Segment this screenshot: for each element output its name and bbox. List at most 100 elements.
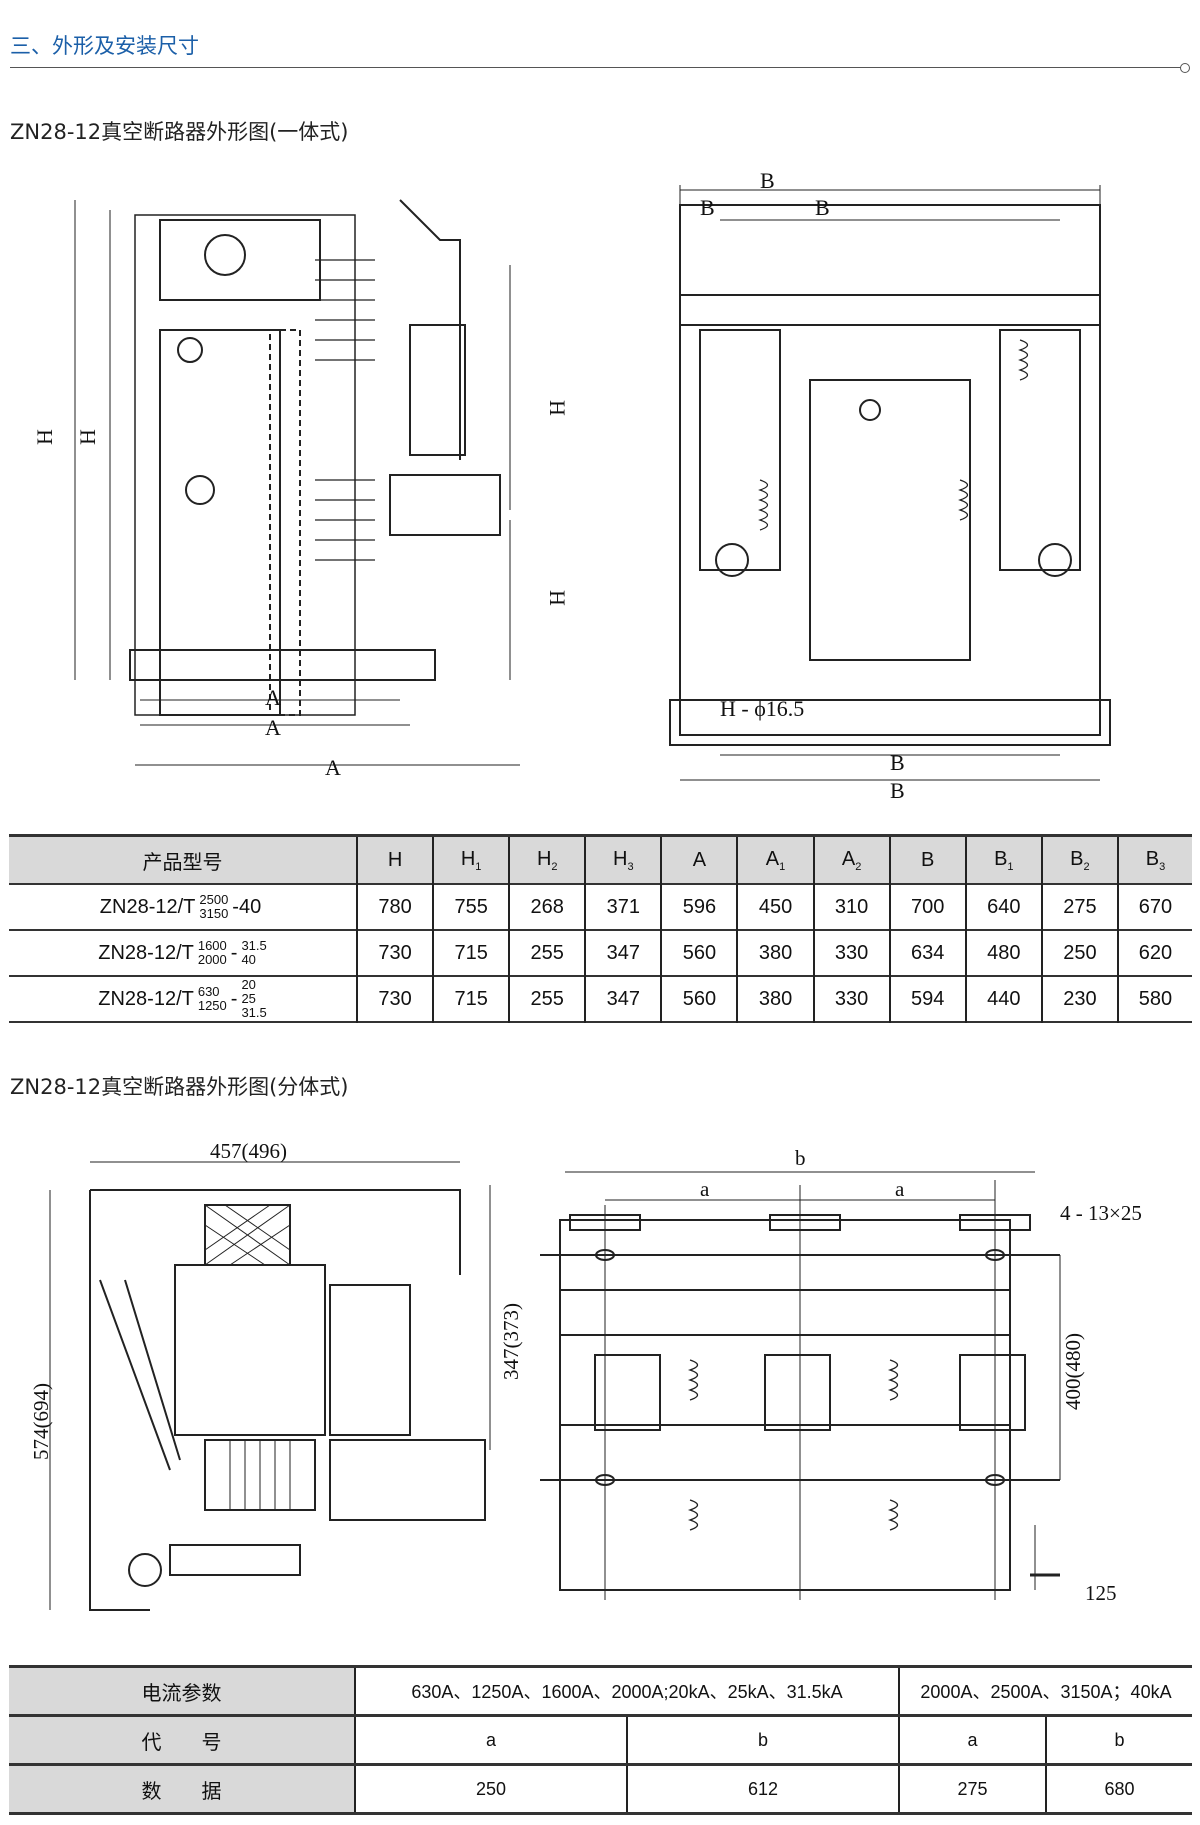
label-B1: B	[890, 750, 905, 775]
col-header: B1	[964, 835, 1042, 884]
value-cell: 255	[508, 930, 586, 976]
cell: 680	[1045, 1764, 1192, 1814]
col-header: A1	[736, 835, 814, 884]
value-cell: 380	[736, 930, 814, 976]
label-B: B	[890, 778, 905, 803]
value-cell: 268	[508, 884, 586, 930]
value-cell: 560	[660, 976, 738, 1022]
label-a-left: a	[700, 1177, 710, 1201]
label-holes: 4 - 13×25	[1060, 1201, 1142, 1225]
row-label: 数 据	[9, 1764, 355, 1814]
label-125: 125	[1085, 1581, 1117, 1605]
label-A2: A	[265, 685, 281, 710]
value-cell: 634	[888, 930, 966, 976]
label-hole: H - ϕ16.5	[720, 696, 804, 721]
figure2-title: ZN28-12真空断路器外形图(分体式)	[10, 1075, 349, 1099]
value-cell: 347	[584, 976, 662, 1022]
cell: 275	[898, 1764, 1046, 1814]
value-cell: 310	[812, 884, 890, 930]
col-header: H2	[508, 835, 586, 884]
table-row: 电流参数 630A、1250A、1600A、2000A;20kA、25kA、31…	[9, 1666, 1192, 1716]
value-cell: 480	[964, 930, 1042, 976]
value-cell: 715	[432, 976, 510, 1022]
label-width: 457(496)	[210, 1139, 287, 1163]
value-cell: 640	[964, 884, 1042, 930]
value-cell: 450	[736, 884, 814, 930]
col-header: 产品型号	[9, 835, 357, 884]
label-h3: 400(480)	[1061, 1333, 1085, 1410]
value-cell: 780	[355, 884, 434, 930]
dimension-table-split: 电流参数 630A、1250A、1600A、2000A;20kA、25kA、31…	[9, 1665, 1192, 1815]
col-header: A	[660, 835, 738, 884]
cell: b	[626, 1715, 899, 1765]
col-header: B2	[1040, 835, 1118, 884]
value-cell: 330	[812, 930, 890, 976]
current-group-2: 2000A、2500A、3150A；40kA	[898, 1666, 1192, 1716]
label-height: 574(694)	[29, 1383, 53, 1460]
value-cell: 700	[888, 884, 966, 930]
value-cell: 371	[584, 884, 662, 930]
label-A1: A	[265, 715, 281, 740]
row-label: 代 号	[9, 1715, 355, 1765]
cell: 612	[626, 1764, 899, 1814]
value-cell: 250	[1040, 930, 1118, 976]
label-h2: 347(373)	[499, 1303, 523, 1380]
cell: a	[898, 1715, 1046, 1765]
value-cell: 440	[964, 976, 1042, 1022]
col-header: H3	[584, 835, 662, 884]
divider-end-dot	[1180, 63, 1190, 73]
current-group-1: 630A、1250A、1600A、2000A;20kA、25kA、31.5kA	[354, 1666, 899, 1716]
col-header: B3	[1116, 835, 1192, 884]
value-cell: 730	[355, 976, 434, 1022]
cell: a	[354, 1715, 627, 1765]
value-cell: 380	[736, 976, 814, 1022]
value-cell: 730	[355, 930, 434, 976]
value-cell: 560	[660, 930, 738, 976]
value-cell: 275	[1040, 884, 1118, 930]
col-header: A2	[812, 835, 890, 884]
label-H3: H	[545, 400, 570, 416]
label-a-right: a	[895, 1177, 905, 1201]
value-cell: 230	[1040, 976, 1118, 1022]
cell: 250	[354, 1764, 627, 1814]
figure2-side-view: 457(496) 574(694) 347(373)	[29, 1139, 523, 1611]
table-row: 数 据 250 612 275 680	[9, 1764, 1192, 1814]
value-cell: 330	[812, 976, 890, 1022]
label-b: b	[795, 1146, 806, 1170]
value-cell: 715	[432, 930, 510, 976]
value-cell: 755	[432, 884, 510, 930]
value-cell: 596	[660, 884, 738, 930]
label-H: H	[32, 429, 57, 445]
col-header: H1	[432, 835, 510, 884]
cell: b	[1045, 1715, 1192, 1765]
value-cell: 670	[1116, 884, 1192, 930]
label-B3: B	[760, 168, 775, 193]
value-cell: 347	[584, 930, 662, 976]
figure2-front-view: b a a 4 - 13×25 400(480) 125	[540, 1146, 1142, 1605]
label-H2: H	[545, 590, 570, 606]
label-A: A	[325, 755, 341, 780]
label-B2-right: B	[815, 195, 830, 220]
value-cell: 580	[1116, 976, 1192, 1022]
row-label: 电流参数	[9, 1666, 355, 1716]
figure1-front-view: B B B H - ϕ16.5 B B	[669, 168, 1111, 803]
dimension-table-integrated: 产品型号 H H1 H2 H3 A A1 A2 B B1 B2 B3 ZN28-…	[9, 834, 1192, 1023]
col-header: B	[888, 835, 966, 884]
section-title: 三、外形及安装尺寸	[10, 34, 199, 58]
col-header: H	[355, 835, 434, 884]
figure1-title: ZN28-12真空断路器外形图(一体式)	[10, 120, 349, 144]
label-B2-left: B	[700, 195, 715, 220]
divider	[10, 67, 1185, 68]
table-row: 代 号 a b a b	[9, 1715, 1192, 1765]
value-cell: 620	[1116, 930, 1192, 976]
value-cell: 594	[888, 976, 966, 1022]
figure1-side-view: H H H H A A A	[32, 199, 570, 780]
value-cell: 255	[508, 976, 586, 1022]
